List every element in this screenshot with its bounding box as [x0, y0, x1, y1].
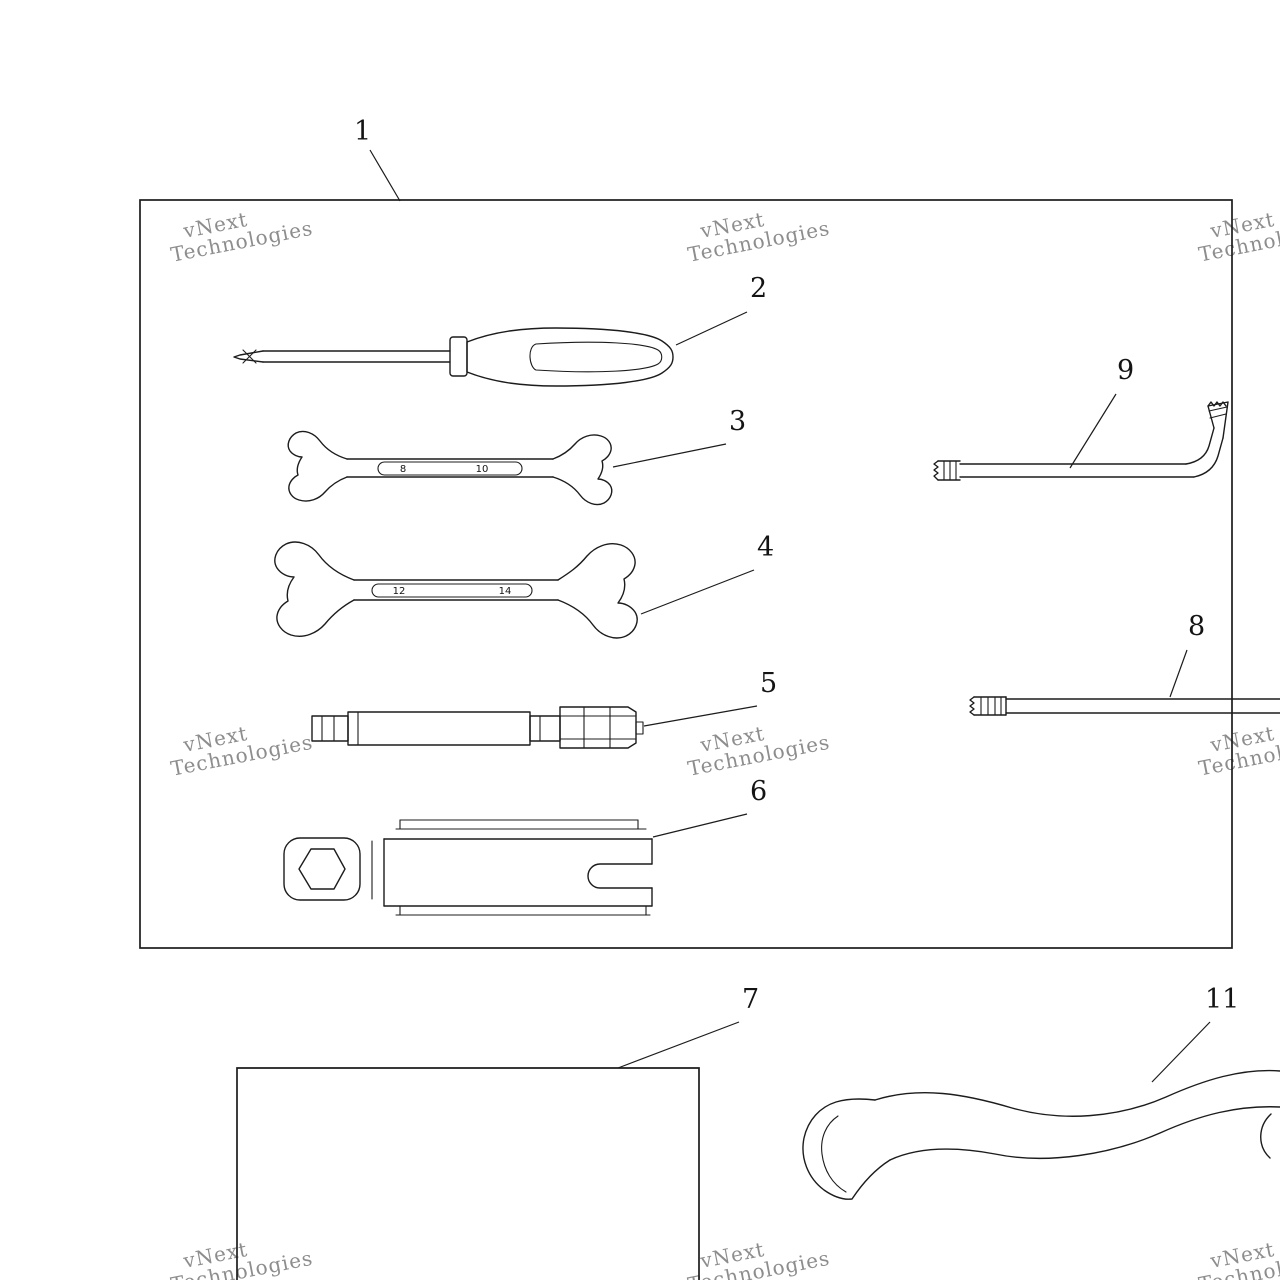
callout-9: 9	[1117, 355, 1134, 386]
watermark: vNextTechnologies	[1193, 709, 1280, 781]
leader-lines	[369, 149, 1211, 1083]
curved-spanner	[802, 1069, 1280, 1200]
edge-cut-part	[1260, 1113, 1272, 1159]
manual-book	[236, 1067, 700, 1280]
torx-driver	[969, 696, 1280, 716]
wrench-size-mark: 10	[476, 464, 489, 475]
callout-4: 4	[757, 532, 774, 563]
callout-5: 5	[760, 668, 777, 699]
watermark: vNextTechnologies	[165, 195, 315, 267]
callout-7: 7	[742, 984, 759, 1015]
watermark: vNextTechnologies	[1193, 1225, 1280, 1280]
callout-1: 1	[354, 116, 371, 147]
callout-2: 2	[750, 273, 767, 304]
torx-l-key	[933, 401, 1229, 481]
open-end-wrench-large: 12 14	[274, 541, 638, 639]
wrench-slot	[377, 461, 523, 476]
callout-3: 3	[729, 406, 746, 437]
flat-spanner-tool	[283, 819, 653, 916]
watermark: vNextTechnologies	[682, 195, 832, 267]
wrench-size-mark: 12	[393, 586, 406, 597]
watermark: vNextTechnologies	[1193, 195, 1280, 267]
callout-6: 6	[750, 776, 767, 807]
wrench-size-mark: 14	[499, 586, 512, 597]
callout-labels: 1 2 3 4 5 6 7 8 9 11	[354, 116, 1239, 1015]
watermark: vNextTechnologies	[165, 709, 315, 781]
wrench-size-mark: 8	[400, 464, 406, 475]
screwdriver	[233, 327, 674, 387]
watermark: vNextTechnologies	[682, 1225, 832, 1280]
spark-plug-tool	[311, 706, 644, 749]
watermark: vNextTechnologies	[682, 709, 832, 781]
open-end-wrench-small: 8 10	[287, 430, 613, 506]
callout-8: 8	[1188, 611, 1205, 642]
hex-hole	[298, 848, 346, 890]
watermark: vNextTechnologies	[165, 1225, 315, 1280]
tool-kit-box	[139, 199, 1233, 949]
callout-11: 11	[1205, 984, 1239, 1015]
wrench-slot	[371, 583, 533, 598]
watermark-layer: vNextTechnologies vNextTechnologies vNex…	[165, 195, 1280, 1280]
